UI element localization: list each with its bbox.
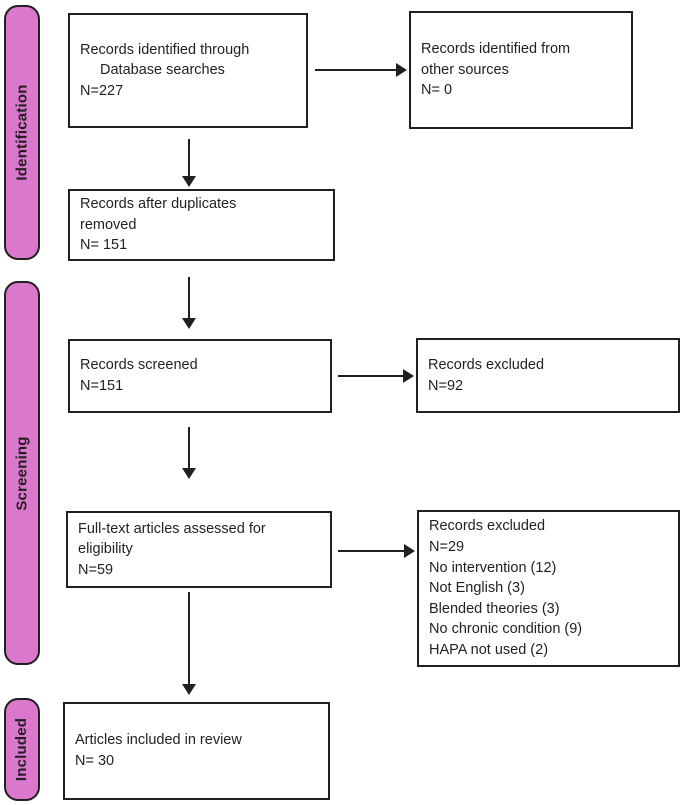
text-line: removed bbox=[80, 216, 137, 233]
box-full-text-assessed: Full-text articles assessed for eligibil… bbox=[66, 511, 332, 588]
text-line: N= 0 bbox=[421, 82, 453, 99]
text-line: HAPA not used (2) bbox=[429, 641, 549, 658]
connector-screened-to-fulltext bbox=[188, 427, 190, 471]
text-line: Records excluded bbox=[429, 518, 546, 535]
box-records-excluded-screening: Records excluded N=92 bbox=[416, 338, 680, 413]
connector-identified-to-duplicates bbox=[188, 139, 190, 179]
box-records-identified-database-text: Records identified through Database sear… bbox=[70, 40, 306, 102]
box-records-excluded-eligibility-text: Records excluded N=29 No intervention (1… bbox=[419, 516, 678, 660]
text-line: Articles included in review bbox=[75, 732, 242, 749]
connector-fulltext-to-excluded bbox=[338, 550, 405, 552]
stage-label-identification: Identification bbox=[13, 84, 31, 181]
arrowhead-identified-to-other-sources bbox=[396, 63, 407, 77]
text-line: Database searches bbox=[100, 62, 225, 79]
box-articles-included: Articles included in review N= 30 bbox=[63, 702, 330, 800]
arrowhead-screened-to-fulltext bbox=[182, 468, 196, 479]
arrowhead-duplicates-to-screened bbox=[182, 318, 196, 329]
box-records-identified-database: Records identified through Database sear… bbox=[68, 13, 308, 128]
connector-identified-to-other-sources bbox=[315, 69, 397, 71]
box-records-identified-other-sources-text: Records identified from other sources N=… bbox=[411, 39, 631, 101]
text-line: No chronic condition (9) bbox=[429, 621, 583, 638]
arrowhead-screened-to-excluded bbox=[403, 369, 414, 383]
text-line: Records identified through bbox=[80, 41, 250, 58]
text-line: Not English (3) bbox=[429, 580, 525, 597]
text-line: N=92 bbox=[428, 377, 464, 394]
box-records-screened-text: Records screened N=151 bbox=[70, 355, 330, 396]
text-line: N= 151 bbox=[80, 237, 128, 254]
text-line: N=59 bbox=[78, 561, 114, 578]
box-articles-included-text: Articles included in review N= 30 bbox=[65, 730, 328, 771]
connector-duplicates-to-screened bbox=[188, 277, 190, 321]
text-line: No intervention (12) bbox=[429, 559, 557, 576]
text-line: Records identified from bbox=[421, 41, 571, 58]
arrowhead-fulltext-to-excluded bbox=[404, 544, 415, 558]
arrowhead-fulltext-to-included bbox=[182, 684, 196, 695]
box-records-excluded-screening-text: Records excluded N=92 bbox=[418, 355, 678, 396]
text-line: Records excluded bbox=[428, 356, 545, 373]
text-line: Full-text articles assessed for bbox=[78, 520, 266, 537]
text-line: N=227 bbox=[80, 82, 124, 99]
stage-label-screening: Screening bbox=[13, 435, 31, 511]
box-records-excluded-eligibility: Records excluded N=29 No intervention (1… bbox=[417, 510, 680, 667]
stage-pill-identification: Identification bbox=[4, 5, 40, 260]
text-line: N= 30 bbox=[75, 753, 115, 769]
text-line: other sources bbox=[421, 61, 509, 78]
stage-label-included: Included bbox=[13, 717, 31, 782]
text-line: Records after duplicates bbox=[80, 196, 237, 213]
text-line: Blended theories (3) bbox=[429, 600, 560, 617]
stage-pill-screening: Screening bbox=[4, 281, 40, 665]
connector-screened-to-excluded bbox=[338, 375, 404, 377]
box-full-text-assessed-text: Full-text articles assessed for eligibil… bbox=[68, 519, 330, 581]
text-line: N=151 bbox=[80, 378, 124, 394]
box-records-identified-other-sources: Records identified from other sources N=… bbox=[409, 11, 633, 129]
stage-pill-included: Included bbox=[4, 698, 40, 801]
box-records-after-duplicates: Records after duplicates removed N= 151 bbox=[68, 189, 335, 261]
text-line: Records screened bbox=[80, 357, 198, 374]
connector-fulltext-to-included bbox=[188, 592, 190, 687]
box-records-screened: Records screened N=151 bbox=[68, 339, 332, 413]
text-line: N=29 bbox=[429, 539, 465, 556]
text-line: eligibility bbox=[78, 541, 133, 558]
arrowhead-identified-to-duplicates bbox=[182, 176, 196, 187]
box-records-after-duplicates-text: Records after duplicates removed N= 151 bbox=[70, 194, 333, 256]
